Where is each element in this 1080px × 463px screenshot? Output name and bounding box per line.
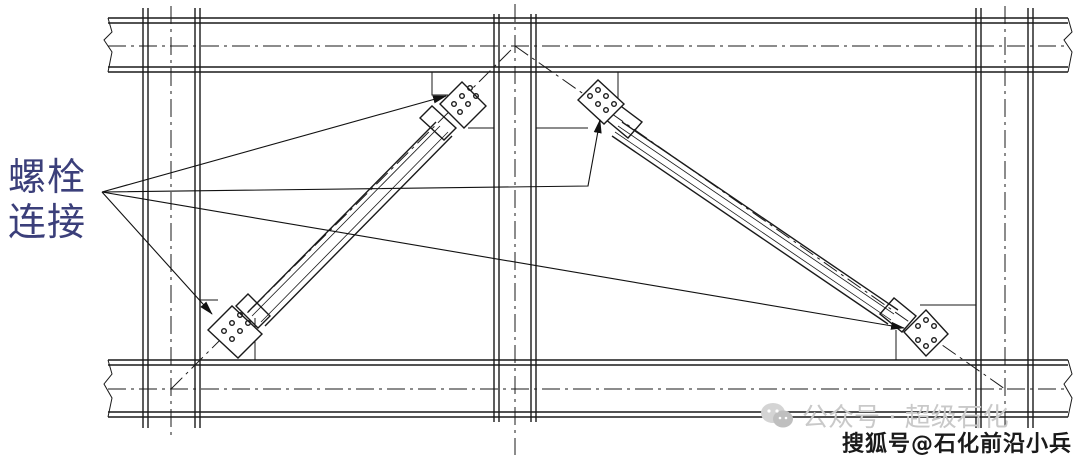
bolt-plate-upper-left	[439, 81, 487, 129]
gusset-outlines	[200, 72, 976, 360]
wechat-watermark-text: 公众号 · 超级石化	[802, 403, 1009, 433]
annotation-label-line2: 连接	[8, 200, 87, 244]
annotation-label-line1: 螺栓	[8, 155, 87, 199]
bolt-plate-upper-right	[576, 79, 626, 125]
sohu-watermark: 搜狐号@石化前沿小兵	[842, 432, 1073, 457]
leader-lines	[101, 95, 905, 330]
bottom-beam	[103, 359, 1073, 418]
middle-column	[493, 4, 537, 455]
left-diagonal-brace	[235, 105, 458, 329]
right-column	[975, 6, 1034, 440]
bolt-plate-lower-left	[206, 305, 264, 359]
wechat-icon	[760, 402, 794, 430]
left-column	[142, 6, 201, 440]
right-diagonal-brace	[602, 103, 918, 333]
top-beam	[103, 17, 1073, 73]
wechat-watermark: 公众号 · 超级石化	[760, 397, 1009, 434]
bolt-plate-lower-right	[903, 308, 949, 358]
